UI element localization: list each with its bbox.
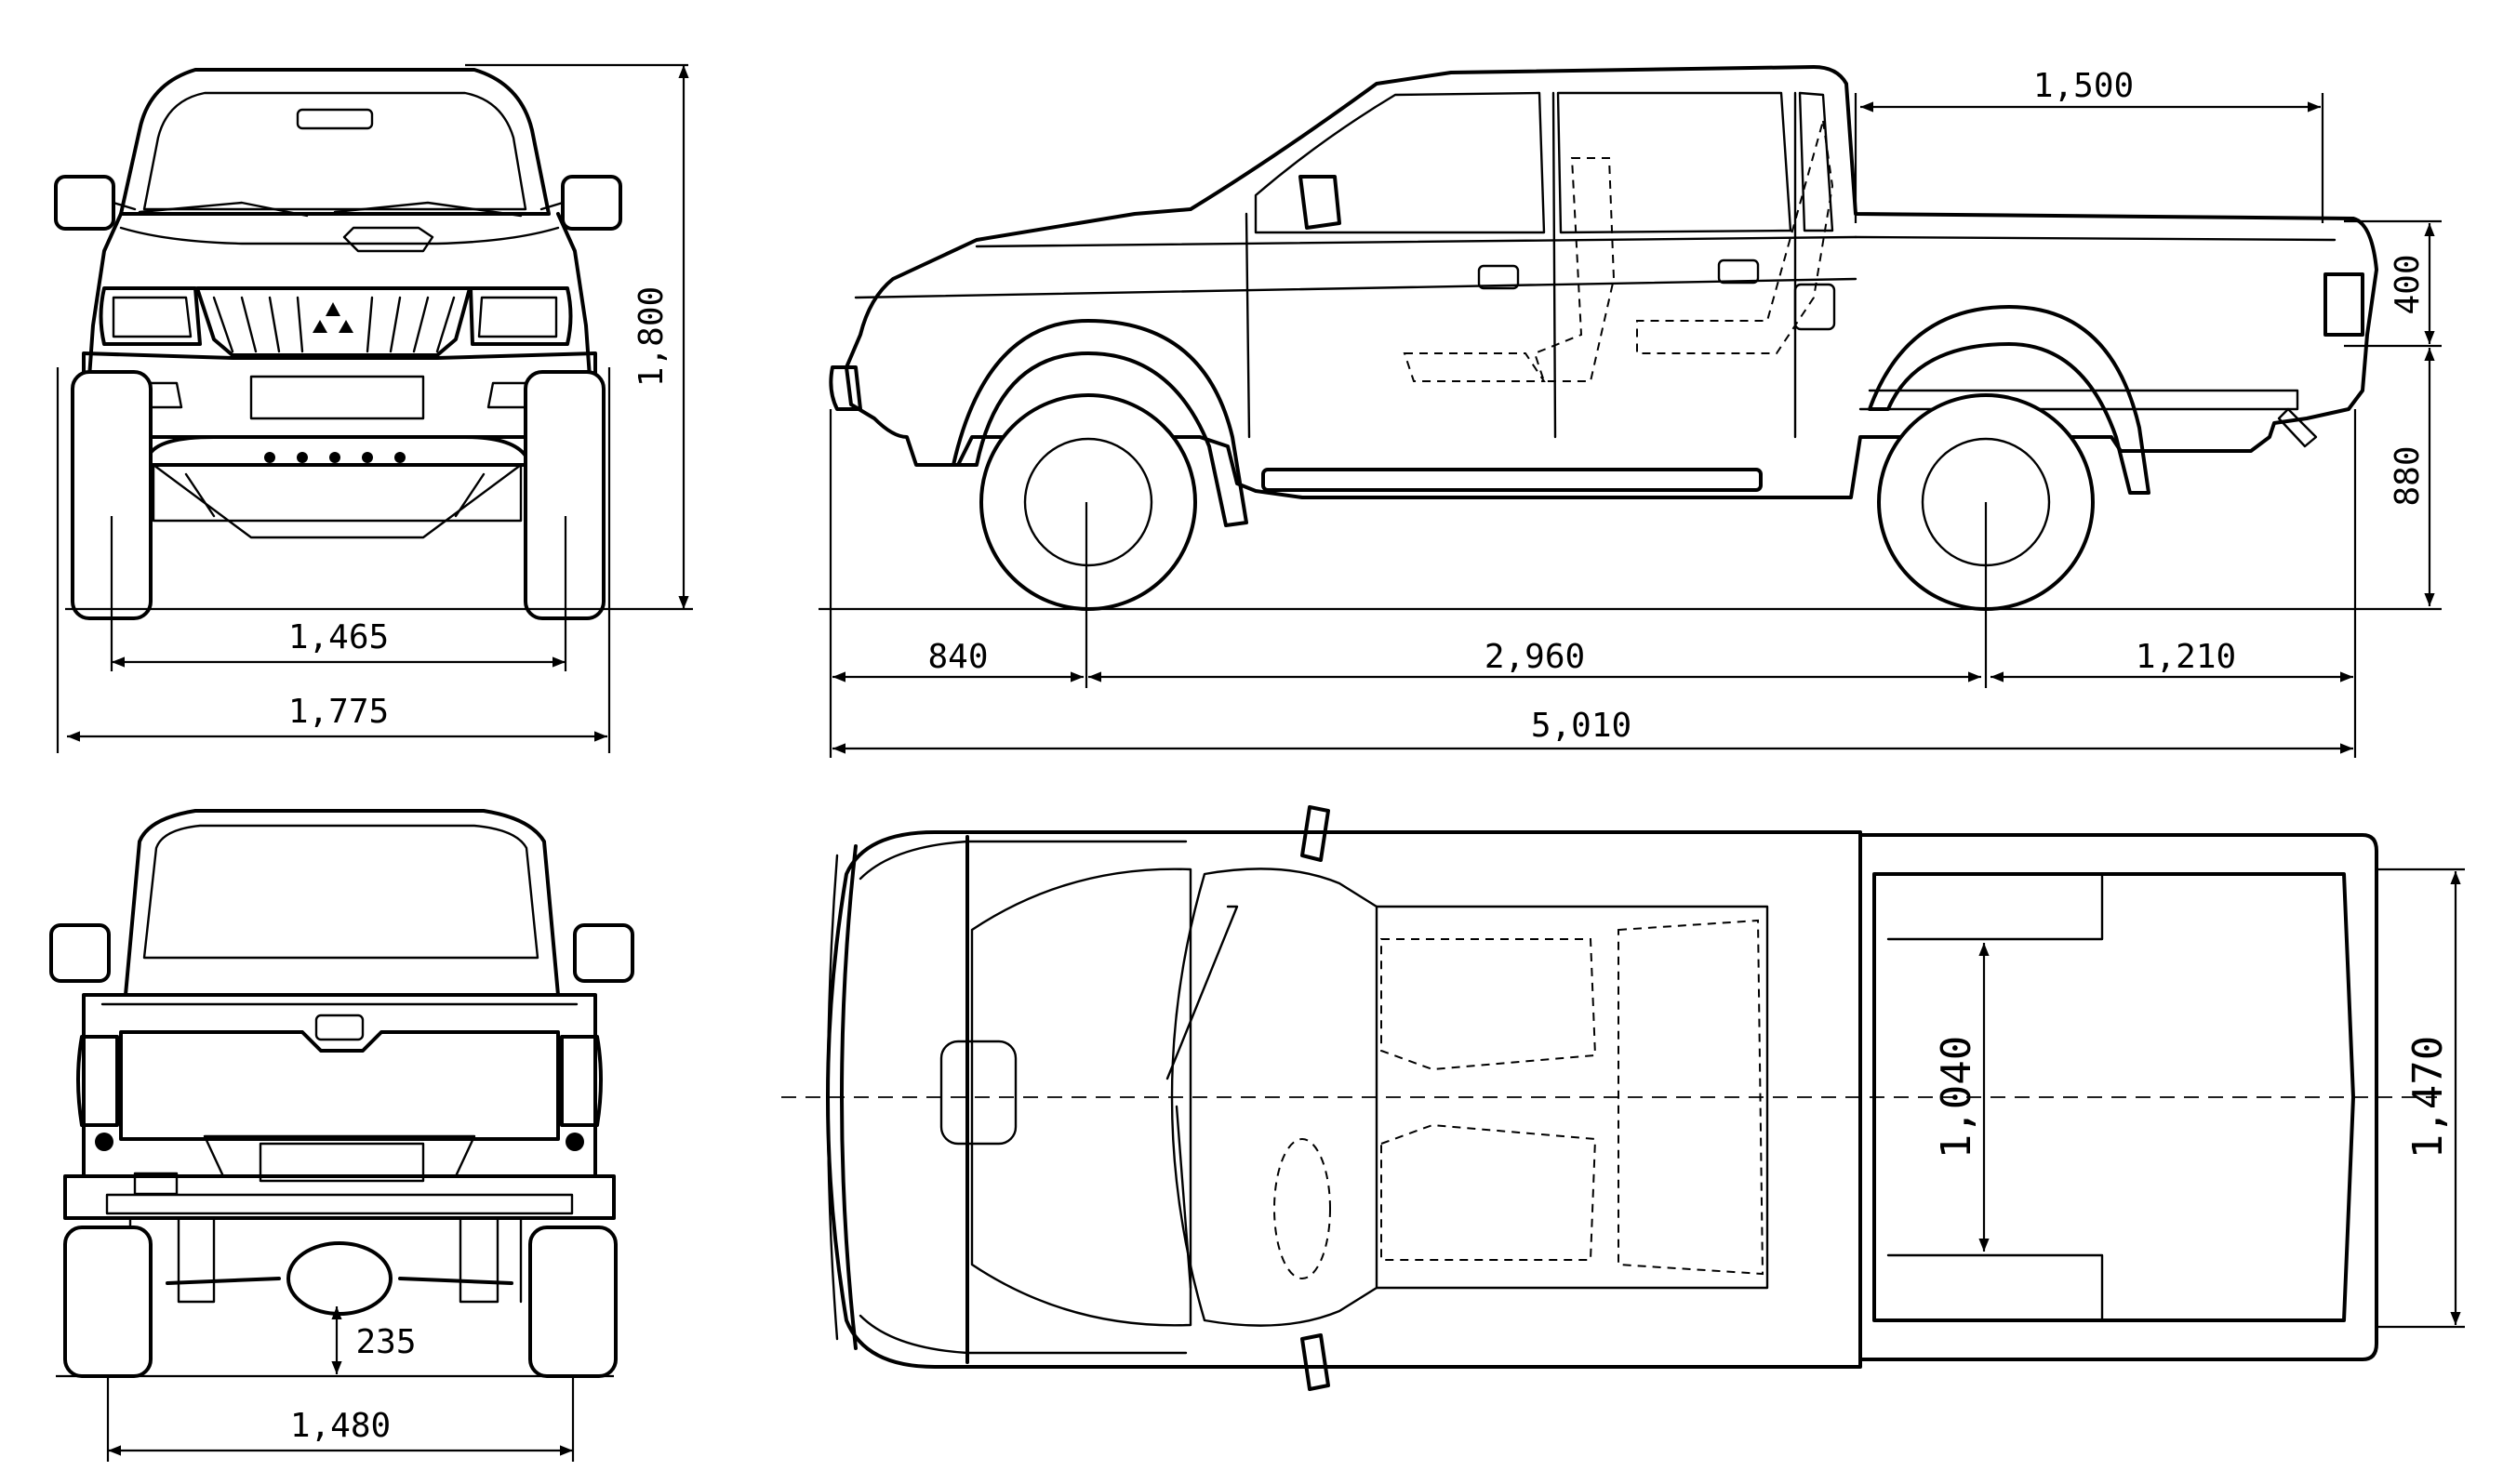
tailgate-height-label: 880 bbox=[2389, 445, 2427, 506]
ground-clearance-label: 235 bbox=[355, 1323, 416, 1361]
top-view bbox=[781, 805, 2437, 1391]
rear-track-label: 1,480 bbox=[290, 1407, 391, 1445]
wheelbase-label: 2,960 bbox=[1484, 638, 1585, 676]
front-track-label: 1,465 bbox=[288, 618, 389, 656]
bed-width-label: 1,470 bbox=[2404, 1036, 2452, 1159]
bed-inner-width-label: 1,040 bbox=[1933, 1036, 1980, 1159]
front-view bbox=[54, 68, 622, 620]
rear-view bbox=[49, 809, 634, 1378]
side-view bbox=[829, 65, 2378, 611]
dimension-lines bbox=[56, 63, 2465, 1462]
overall-height-label: 1,800 bbox=[632, 286, 671, 387]
front-overhang-label: 840 bbox=[927, 638, 988, 676]
rear-overhang-label: 1,210 bbox=[2136, 638, 2236, 676]
overall-length-label: 5,010 bbox=[1531, 707, 1631, 745]
bed-length-label: 1,500 bbox=[2033, 67, 2134, 105]
bed-depth-label: 400 bbox=[2389, 254, 2427, 314]
front-width-label: 1,775 bbox=[288, 693, 389, 731]
